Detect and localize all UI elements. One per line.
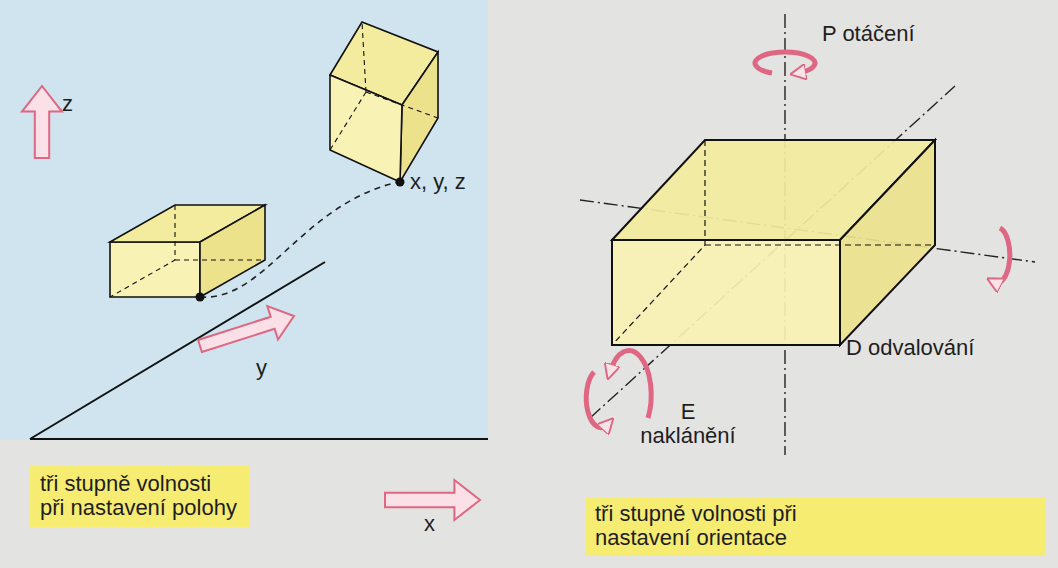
direction-arrow	[198, 306, 294, 352]
axis-label: E naklánění	[636, 400, 740, 448]
axis-label: z	[62, 92, 73, 116]
cuboid	[110, 205, 265, 297]
caption-text: tři stupně volnosti při nastavení polohy	[40, 472, 240, 520]
rotation-arrows	[586, 48, 1010, 428]
axis-label: D odvalování	[846, 336, 974, 360]
caption-box: tři stupně volnosti při nastavení orient…	[585, 497, 1045, 556]
direction-arrow	[22, 86, 62, 158]
caption-text: tři stupně volnosti při nastavení orient…	[595, 502, 825, 550]
axis-label: P otáčení	[822, 22, 915, 46]
axis-label: x, y, z	[410, 170, 466, 194]
panel-ground	[0, 0, 488, 440]
reference-point	[396, 178, 405, 187]
axis-label: x	[424, 512, 435, 536]
cuboid	[612, 140, 935, 345]
axis-label: y	[256, 356, 267, 380]
motion-path	[200, 182, 398, 297]
rotation-axes	[580, 14, 1035, 455]
reference-point	[196, 293, 205, 302]
axis-line	[30, 438, 488, 440]
caption-box: tři stupně volnosti při nastavení polohy	[30, 466, 250, 527]
cuboid	[330, 22, 438, 182]
